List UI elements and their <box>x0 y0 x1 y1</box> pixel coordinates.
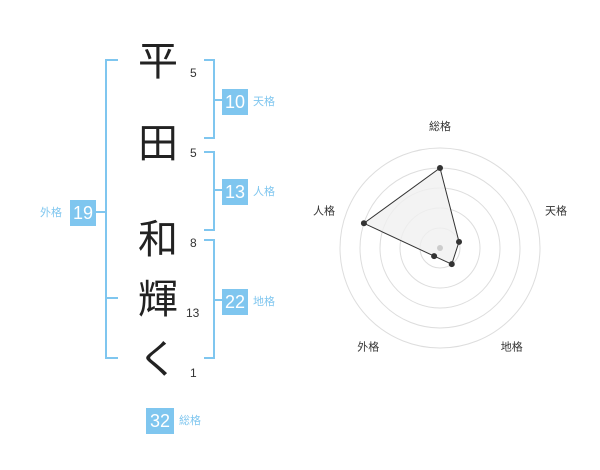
jinkaku-value: 13 <box>222 179 248 205</box>
stroke-count-2: 5 <box>190 146 197 160</box>
gaikaku-value: 19 <box>70 200 96 226</box>
jinkaku-label: 人格 <box>253 185 275 198</box>
stroke-count-3: 8 <box>190 236 197 250</box>
radar-axis-label-5: 人格 <box>313 203 335 217</box>
soukaku-label: 総格 <box>179 414 201 427</box>
chikaku-label: 地格 <box>253 295 275 308</box>
name-char-4: 輝 <box>138 277 178 323</box>
radar-axis-label-2: 天格 <box>545 203 567 217</box>
radar-point-4 <box>431 253 438 260</box>
radar-point-2 <box>456 238 463 245</box>
radar-axis-label-3: 地格 <box>501 340 523 354</box>
radar-axis-label-1: 総格 <box>429 119 451 133</box>
radar-polygon <box>362 167 460 265</box>
name-char-5: く <box>138 337 178 383</box>
chikaku-value: 22 <box>222 289 248 315</box>
stroke-count-5: 1 <box>190 366 197 380</box>
tenkaku-value: 10 <box>222 89 248 115</box>
radar-axis-label-4: 外格 <box>357 340 379 354</box>
stroke-count-1: 5 <box>190 66 197 80</box>
name-char-3: 和 <box>138 217 178 263</box>
radar-point-1 <box>437 165 443 171</box>
radar-point-3 <box>448 261 455 268</box>
name-char-2: 田 <box>138 121 178 167</box>
stroke-count-4: 13 <box>186 306 200 320</box>
radar-center <box>437 245 443 251</box>
soukaku-value: 32 <box>146 408 174 434</box>
gaikaku-bracket <box>105 59 118 359</box>
radar-point-5 <box>360 220 367 227</box>
name-char-1: 平 <box>138 39 178 85</box>
gaikaku-label: 外格 <box>40 206 62 219</box>
radar-ring <box>339 147 541 349</box>
tenkaku-label: 天格 <box>253 95 275 108</box>
